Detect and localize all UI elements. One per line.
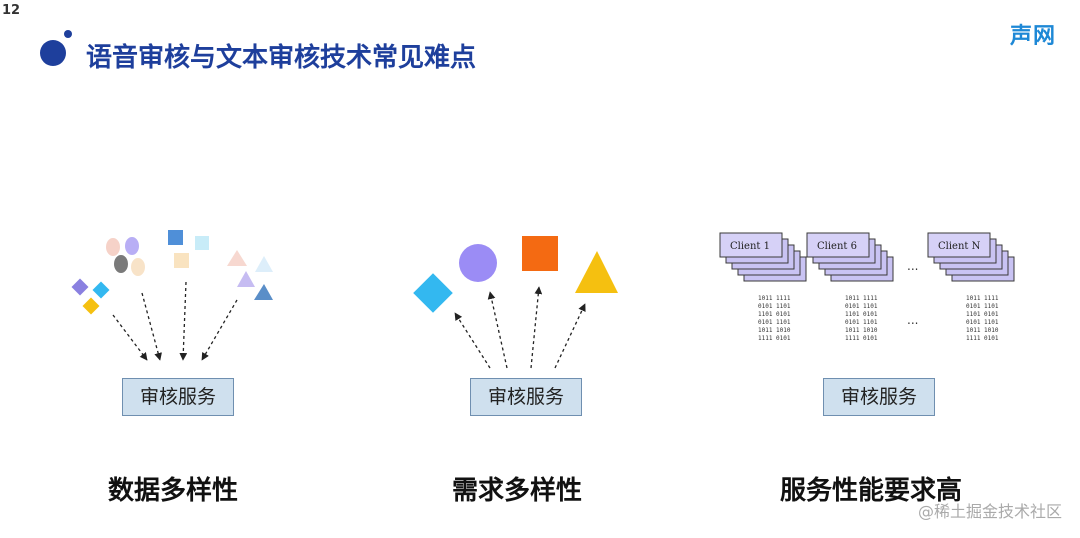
triangle-icon — [575, 251, 618, 293]
arrow — [201, 299, 238, 361]
client-stack-6: Client 6 — [806, 232, 894, 342]
brand-logo: 声网 — [1009, 24, 1056, 49]
audit-service-box: 审核服务 — [823, 378, 935, 416]
title-bullet-icon — [40, 40, 66, 66]
circle-icon — [106, 238, 120, 256]
arrow — [179, 281, 188, 361]
column-requirement-diversity: 审核服务 需求多样性 — [405, 220, 625, 520]
scattered-data-icons — [71, 230, 273, 361]
data-stream — [758, 295, 791, 342]
page-number: 12 — [2, 3, 21, 18]
arrow — [454, 312, 491, 369]
triangle-icon — [227, 250, 247, 266]
watermark: @稀土掘金技术社区 — [917, 502, 1062, 521]
column-data-diversity: 审核服务 数据多样性 — [65, 220, 285, 520]
arrow — [112, 314, 148, 361]
circle-icon — [125, 237, 139, 255]
arrow — [530, 286, 543, 369]
audit-service-box: 审核服务 — [122, 378, 234, 416]
triangle-icon — [254, 284, 273, 300]
arrow — [554, 303, 586, 369]
ellipsis: ... — [907, 313, 918, 327]
circle-icon — [459, 244, 497, 282]
square-icon — [168, 230, 183, 245]
data-stream — [966, 295, 999, 342]
data-stream — [845, 295, 878, 342]
square-icon — [174, 253, 189, 268]
diamond-icon — [413, 273, 453, 313]
square-icon — [195, 236, 209, 250]
ellipsis: ... — [907, 259, 918, 273]
caption-data-diversity: 数据多样性 — [108, 476, 239, 506]
diamond-icon — [71, 278, 89, 296]
triangle-icon — [255, 256, 273, 272]
triangle-icon — [237, 271, 255, 287]
requirement-shapes — [413, 236, 618, 369]
client-label: Client N — [938, 241, 981, 252]
caption-requirement-diversity: 需求多样性 — [452, 476, 583, 506]
title-bullet-dot-icon — [64, 30, 72, 38]
diamond-icon — [92, 281, 110, 299]
arrow — [141, 292, 162, 361]
caption-high-performance: 服务性能要求高 — [780, 476, 963, 506]
circle-icon — [114, 255, 128, 273]
slide-title: 语音审核与文本审核技术常见难点 — [86, 43, 477, 73]
client-label: Client 6 — [817, 241, 857, 252]
arrow — [487, 291, 508, 369]
circle-icon — [131, 258, 145, 276]
client-stack-n: Client N — [927, 232, 1015, 342]
client-stack-1: Client 1 — [719, 232, 807, 342]
client-label: Client 1 — [730, 241, 770, 252]
audit-service-box: 审核服务 — [470, 378, 582, 416]
square-icon — [522, 236, 558, 271]
diamond-icon — [82, 297, 100, 315]
